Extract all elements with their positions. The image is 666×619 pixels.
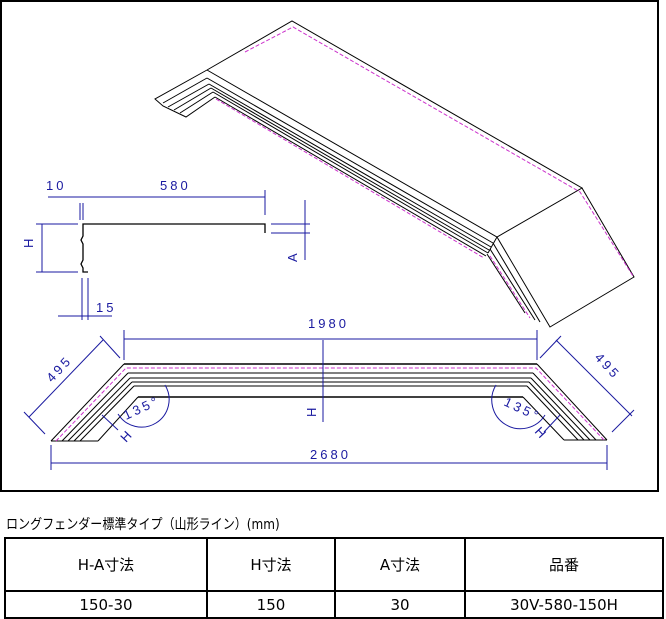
drawing-frame <box>0 0 659 492</box>
cell-a: 30 <box>334 590 466 619</box>
spec-table: H-A寸法 H寸法 A寸法 品番 150-30 150 30 30V-580-1… <box>4 537 664 619</box>
plan-view <box>50 363 608 442</box>
profile-dimensions <box>36 190 310 320</box>
dim-wing-left-495: 495 <box>43 352 75 385</box>
hidden-line <box>244 26 634 277</box>
technical-drawing: 10 580 H A 15 <box>0 0 659 492</box>
table-caption: ロングフェンダー標準タイプ（山形ライン）(mm) <box>6 517 280 533</box>
dim-wing-h-left: H <box>117 426 136 445</box>
dim-edge-15: 15 <box>96 300 116 315</box>
dim-inner-1980: 1980 <box>308 316 349 331</box>
header-h: H寸法 <box>206 537 336 592</box>
dim-a: A <box>285 250 300 262</box>
profile-section <box>80 223 266 273</box>
cell-part-number: 30V-580-150H <box>464 590 664 619</box>
table-header-row: H-A寸法 H寸法 A寸法 品番 <box>4 537 664 592</box>
header-part-number: 品番 <box>464 537 664 592</box>
dim-height-h: H <box>21 236 36 248</box>
dim-angle-right: 135° <box>502 394 544 424</box>
isometric-view <box>154 20 635 328</box>
plan-dimensions <box>23 330 635 470</box>
dim-length-580: 580 <box>160 178 191 193</box>
dim-gap-10: 10 <box>46 178 66 193</box>
dim-outer-2680: 2680 <box>310 447 351 462</box>
table-row: 150-30 150 30 30V-580-150H <box>4 590 664 619</box>
dim-plan-h: H <box>304 405 319 417</box>
header-h-a: H-A寸法 <box>4 537 208 592</box>
cell-h-a: 150-30 <box>4 590 208 619</box>
cell-h: 150 <box>206 590 336 619</box>
header-a: A寸法 <box>334 537 466 592</box>
dim-wing-right-495: 495 <box>592 350 624 383</box>
